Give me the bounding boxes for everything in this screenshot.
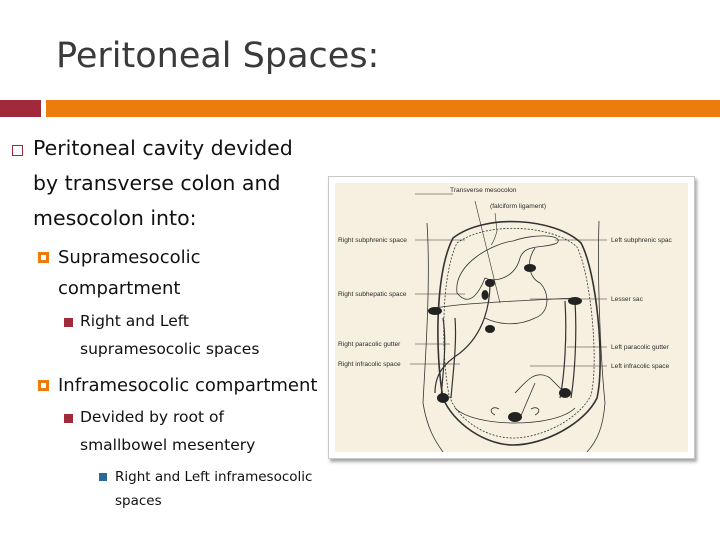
filled-square-bullet-icon — [64, 414, 73, 423]
title-accent-bar-orange — [46, 100, 720, 117]
bullet-supramesocolic-line2: compartment — [58, 278, 181, 299]
label-right-infracolic: Right infracolic space — [338, 361, 401, 368]
orange-square-bullet-icon — [38, 252, 49, 263]
bullet-peritoneal-cavity-line2: by transverse colon and — [33, 171, 281, 195]
filled-square-bullet-icon — [64, 318, 73, 327]
label-lesser-sac: Lesser sac — [611, 296, 644, 303]
bullet-peritoneal-cavity-line3: mesocolon into: — [33, 206, 197, 230]
label-right-subphrenic: Right subphrenic space — [338, 237, 407, 244]
hollow-square-bullet-icon — [12, 145, 23, 156]
bullet-supra-spaces-line2: supramesocolic spaces — [80, 340, 260, 358]
blue-square-bullet-icon — [99, 473, 107, 481]
bullet-infra-spaces-line2: spaces — [115, 493, 162, 509]
bullet-supra-spaces-line1: Right and Left — [80, 312, 189, 330]
orange-square-bullet-icon — [38, 380, 49, 391]
label-right-subhepatic: Right subhepatic space — [338, 291, 407, 298]
bullet-root-mesentery-line1: Devided by root of — [80, 408, 224, 426]
label-right-paracolic: Right paracolic gutter — [338, 341, 401, 348]
label-left-paracolic: Left paracolic gutter — [611, 344, 670, 351]
anatomy-diagram-figure: Transverse mesocolon (falciform ligament… — [328, 176, 695, 459]
title-accent-bar-red — [0, 100, 41, 117]
bullet-inframesocolic: Inframesocolic compartment — [58, 375, 318, 396]
slide-title: Peritoneal Spaces: — [56, 36, 380, 76]
peritoneal-spaces-diagram: Transverse mesocolon (falciform ligament… — [338, 187, 673, 452]
label-left-subphrenic: Left subphrenic spac — [611, 237, 673, 244]
bullet-infra-spaces-line1: Right and Left inframesocolic — [115, 469, 313, 485]
bullet-supramesocolic-line1: Supramesocolic — [58, 247, 201, 268]
bullet-peritoneal-cavity-line1: Peritoneal cavity devided — [33, 136, 293, 160]
diagram-canvas: Transverse mesocolon (falciform ligament… — [335, 183, 688, 452]
label-falciform-ligament: (falciform ligament) — [490, 203, 546, 210]
bullet-root-mesentery-line2: smallbowel mesentery — [80, 436, 256, 454]
label-left-infracolic: Left infracolic space — [611, 363, 670, 370]
label-transverse-mesocolon: Transverse mesocolon — [450, 187, 517, 194]
